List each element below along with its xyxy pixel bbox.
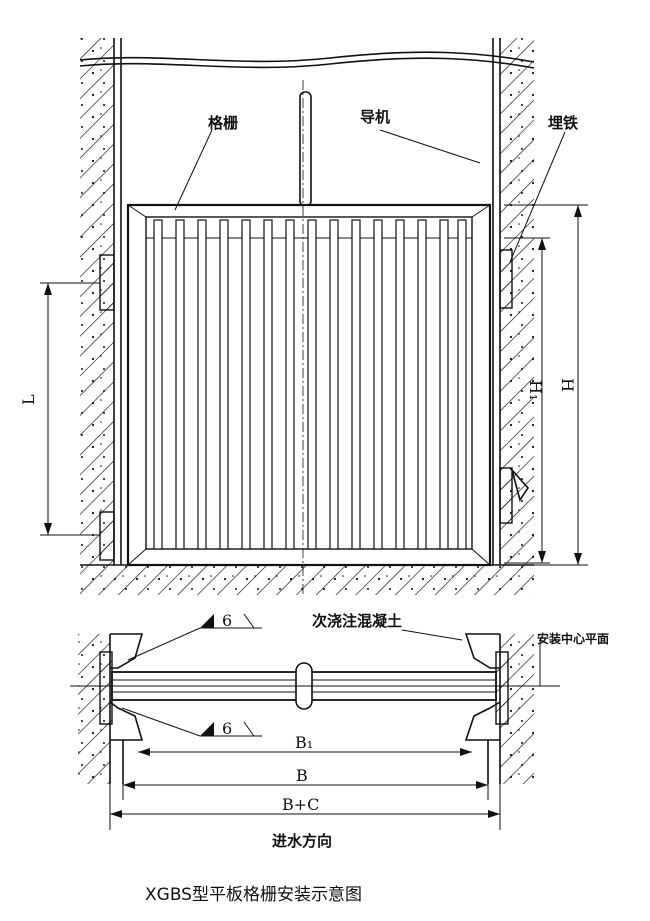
grating-bars xyxy=(153,219,467,550)
embedded-plate-right-top xyxy=(499,249,513,309)
plan-embedded-plate-right xyxy=(495,651,509,725)
weld-size-bottom: 6 xyxy=(222,719,232,738)
dimension-L: L xyxy=(19,282,100,536)
label-install-center-plane: 安装中心平面 xyxy=(537,631,609,646)
diagram-caption: XGBS型平板格栅安装示意图 xyxy=(145,885,362,905)
guide-rod xyxy=(299,91,312,207)
label-guide: 导机 xyxy=(360,108,390,126)
dimension-H1: H₁ xyxy=(504,237,550,564)
dim-L-label: L xyxy=(19,394,38,405)
embedded-plate-left-top xyxy=(99,254,115,311)
embedded-plate-left-bottom xyxy=(99,511,115,561)
dim-B1-label: B₁ xyxy=(295,733,313,752)
label-water-inflow-direction: 进水方向 xyxy=(272,832,332,850)
dimension-B1: B₁ xyxy=(138,733,472,756)
plan-view: 安装中心平面 6 6 次浇注混凝土 B₁ xyxy=(70,611,609,850)
label-grating: 格栅 xyxy=(208,114,238,132)
weld-size-top: 6 xyxy=(222,611,232,630)
label-embedded-iron: 埋铁 xyxy=(548,114,578,132)
dimension-BC: B+C xyxy=(109,784,501,830)
embedded-plate-right-bottom xyxy=(499,467,513,524)
dim-H-label: H xyxy=(558,378,577,392)
dimension-H: H xyxy=(504,204,588,566)
label-secondary-concrete: 次浇注混凝土 xyxy=(312,612,402,630)
elevation-view: L H₁ H 格栅 导机 埋铁 xyxy=(19,38,588,595)
dim-H1-label: H₁ xyxy=(526,380,545,400)
dim-BC-label: B+C xyxy=(282,795,319,814)
dimension-B: B xyxy=(122,766,489,800)
weld-symbol-top: 6 xyxy=(127,611,262,661)
dim-B-label: B xyxy=(296,766,308,785)
weld-symbol-bottom: 6 xyxy=(121,707,262,738)
plan-embedded-plate-left xyxy=(99,651,113,725)
